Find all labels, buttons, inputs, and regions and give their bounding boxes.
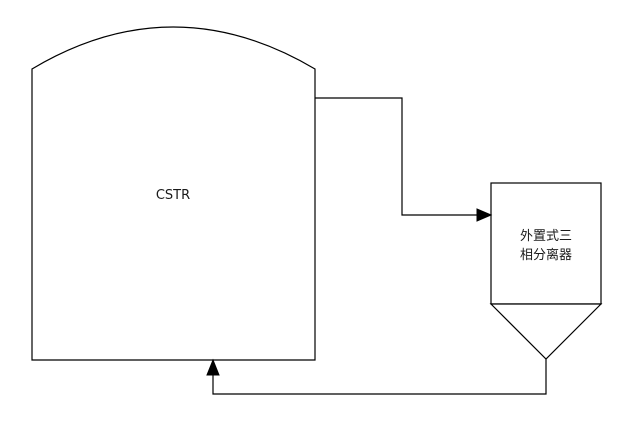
flow-separator-to-reactor [206,358,547,395]
separator-label-line2: 相分离器 [520,247,572,263]
cstr-vessel-outline [31,26,316,361]
three-phase-separator: 外置式三 相分离器 [489,182,603,360]
flow-line-return [212,359,547,395]
flow-line-outlet [315,97,478,216]
separator-cone-bottom [489,303,603,360]
cstr-reactor: CSTR [31,26,316,361]
arrow-right-icon [476,208,493,222]
separator-label-line1: 外置式三 [520,229,572,244]
flow-reactor-to-separator [315,97,493,222]
arrow-up-icon [206,358,220,376]
cstr-label: CSTR [156,188,190,203]
separator-body [490,182,602,305]
